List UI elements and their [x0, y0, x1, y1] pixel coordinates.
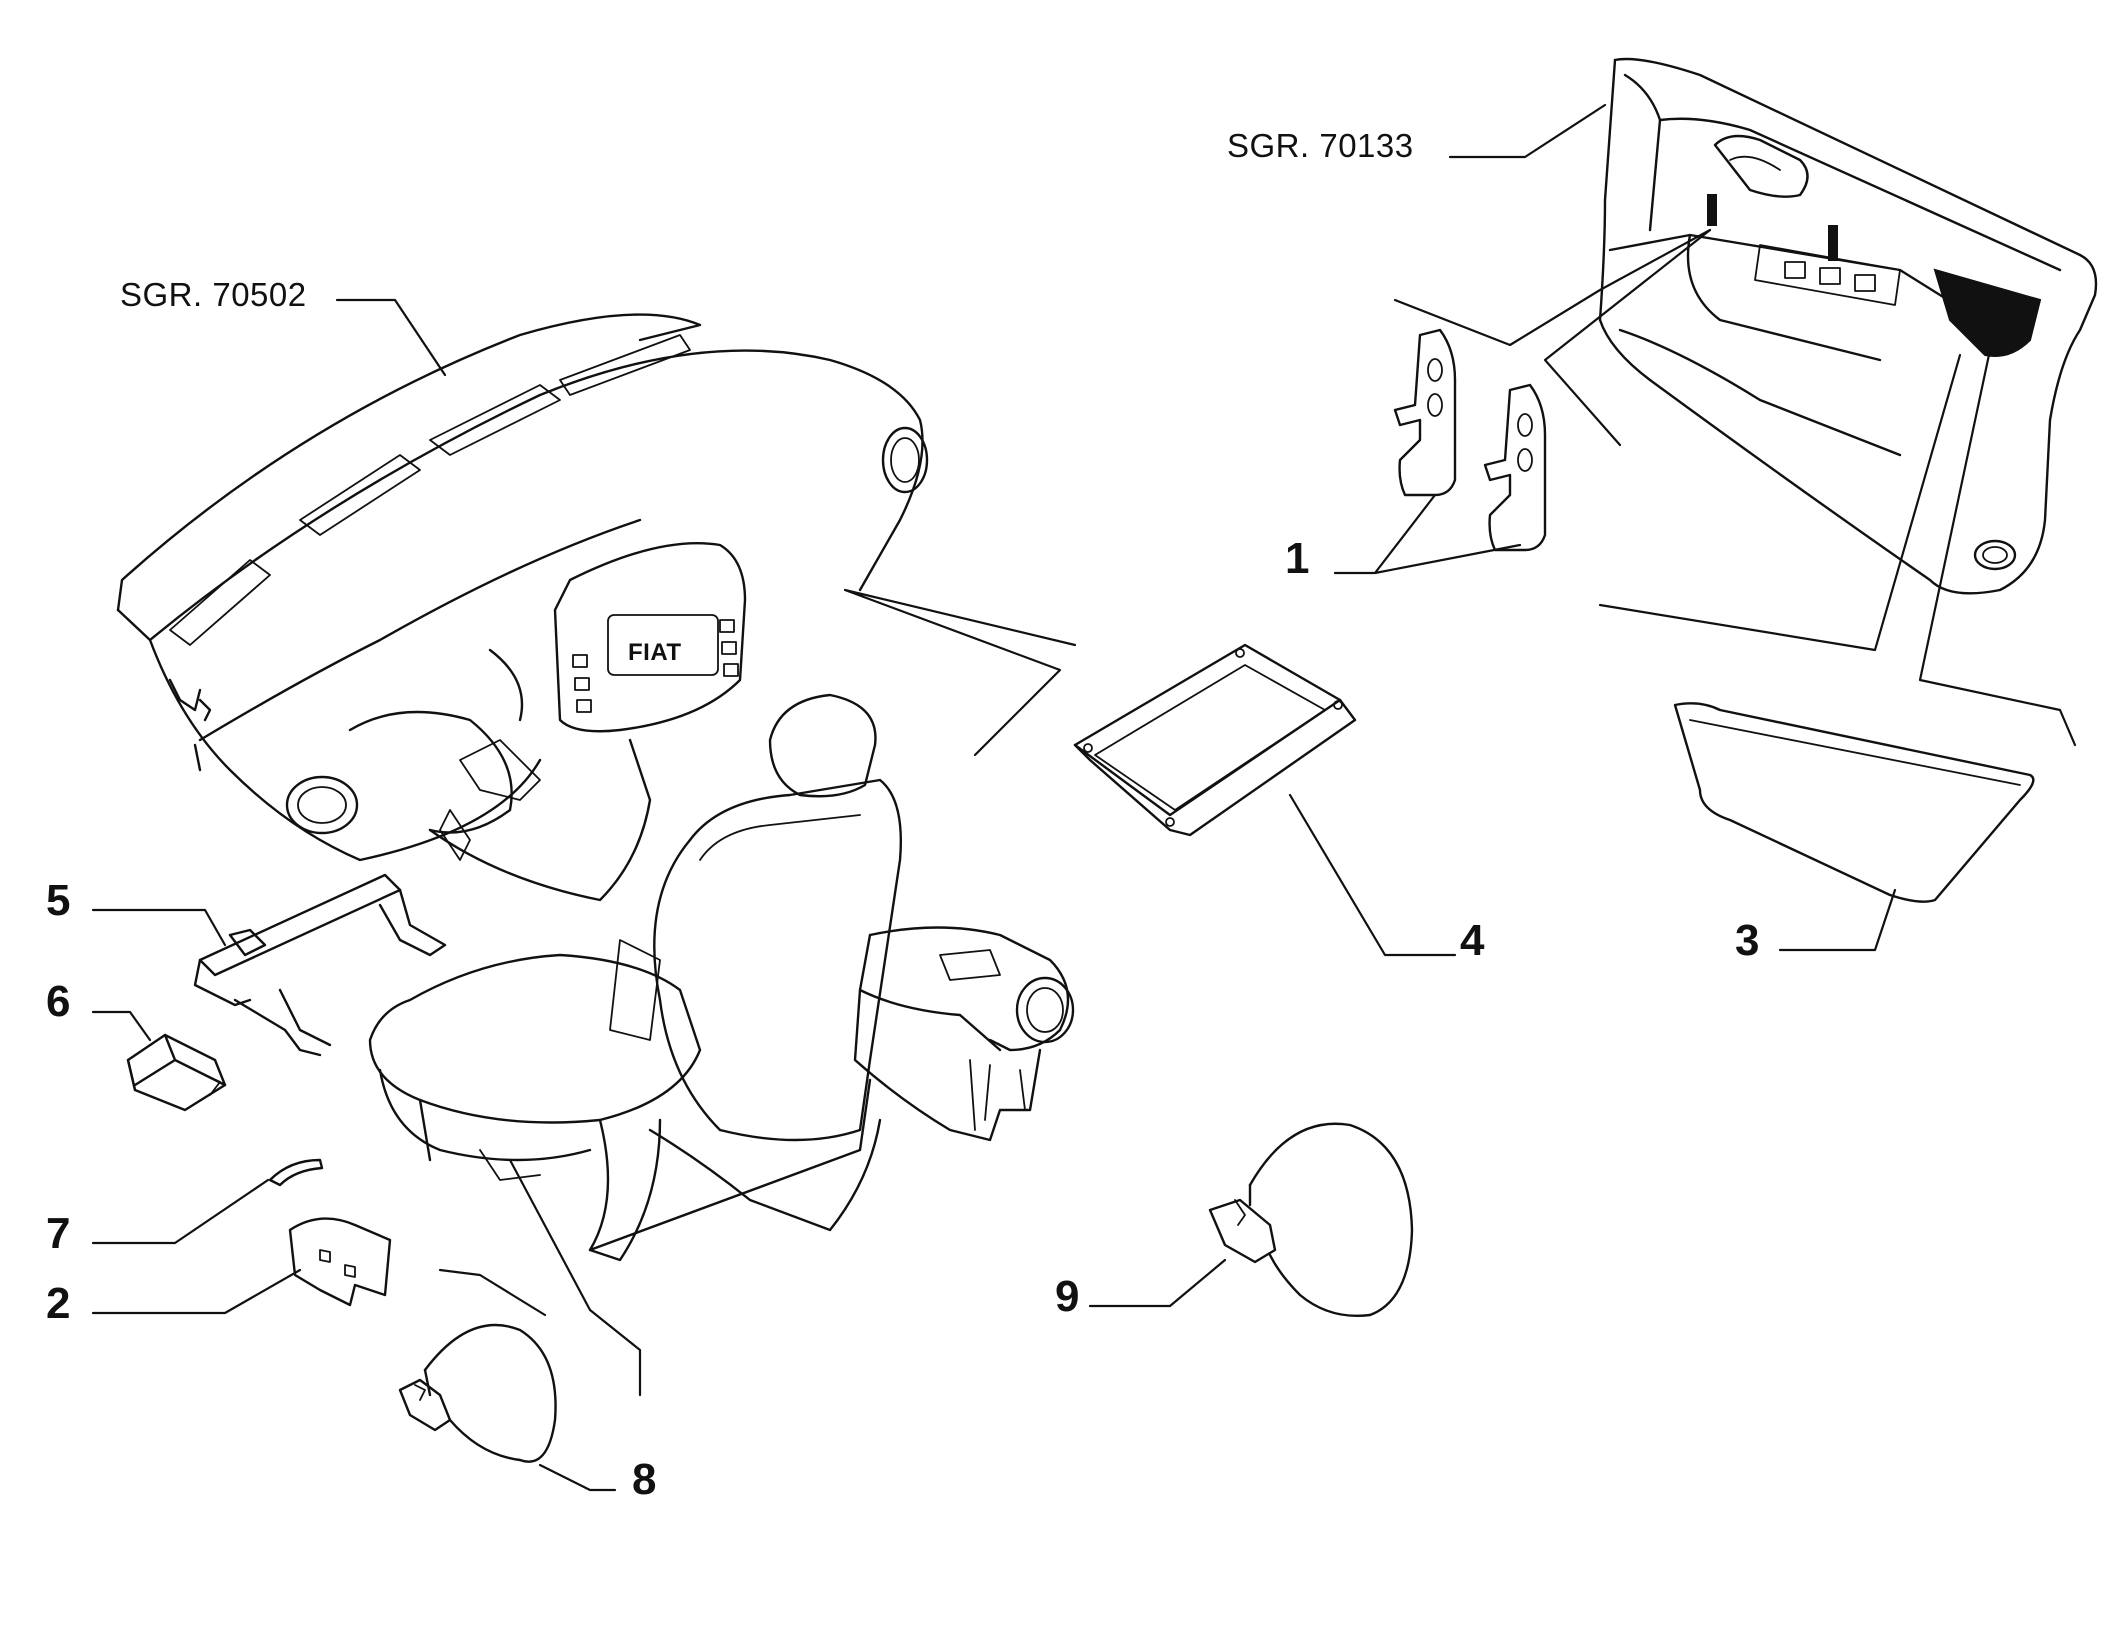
callout-4: 4 [1460, 916, 1485, 965]
fiat-badge: FIAT [628, 639, 682, 666]
callout-1: 1 [1285, 534, 1309, 583]
callout-6: 6 [46, 977, 70, 1026]
right-round-vent [881, 426, 929, 494]
part-2-bracket [288, 1217, 392, 1307]
part-8-sensor-cable [398, 1323, 557, 1463]
part-7-clip [268, 1158, 324, 1187]
part-5-support-bar [193, 873, 447, 1057]
part-1-brackets [1393, 328, 1547, 552]
reference-labels: SGR. 70502 SGR. 70133 [120, 127, 1414, 313]
driver-seat [368, 693, 902, 1397]
reference-label-door: SGR. 70133 [1227, 127, 1414, 164]
callout-leaders [91, 103, 1897, 1492]
part-3-pocket-insert [1673, 702, 2035, 903]
part-9-sensor-cable [1208, 1122, 1414, 1317]
callout-9: 9 [1055, 1272, 1079, 1321]
part-6-block [126, 1033, 227, 1112]
center-console [853, 926, 1075, 1142]
reference-label-dashboard: SGR. 70502 [120, 276, 307, 313]
callout-3: 3 [1735, 916, 1759, 965]
callout-numbers: 1 2 3 4 5 6 7 8 9 [46, 534, 1759, 1504]
callout-7: 7 [46, 1209, 70, 1258]
part-4-tray [1073, 643, 1357, 837]
callout-5: 5 [46, 876, 70, 925]
left-round-vent [285, 775, 359, 835]
dashboard-assembly: FIAT [116, 313, 1077, 902]
door-panel [1393, 57, 2098, 747]
callout-2: 2 [46, 1279, 70, 1328]
callout-8: 8 [632, 1455, 656, 1504]
